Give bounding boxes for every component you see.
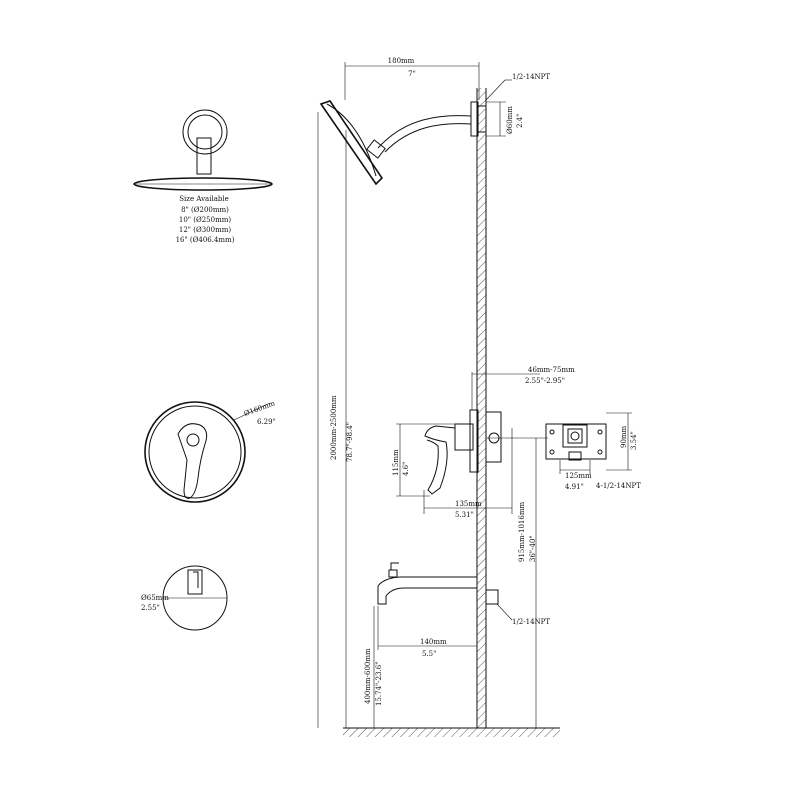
diverter-dia-in: 2.55" [141,604,160,612]
arm-length-mm: 180mm [388,57,415,65]
wall-depth-dimension: 46mm-75mm 2.55"-2.95" [471,366,575,410]
flange-in: 2.4" [516,114,524,128]
total-height-mm: 2000mm-2500mm [330,395,338,460]
spout-height-in: 15.74"-23.6" [375,662,383,706]
spout-reach-in: 5.5" [422,650,436,658]
size-16: 16" (Ø406.4mm) [176,236,235,244]
total-height-in: 78.7"-98.4" [346,422,354,462]
trim-dia-mm: Ø160mm [243,399,276,418]
size-12: 12" (Ø300mm) [179,226,231,234]
valve-height-mm: 115mm [392,449,400,476]
rough-in-height-mm: 90mm [620,425,628,448]
size-10: 10" (Ø250mm) [179,216,231,224]
rough-in-height-dimension: 90mm 3.54" [606,412,638,471]
shower-arm-side-view [366,101,487,159]
showerhead-front-view: Size Available 8" (Ø200mm) 10" (Ø250mm) … [133,109,273,244]
diverter-front-view: Ø65mm 2.55" [141,565,228,631]
valve-side-view [424,409,502,495]
valve-height-in: 4.6" [402,462,410,476]
valve-depth-in: 5.31" [455,511,474,519]
wall [476,88,487,728]
valve-depth-dimension: 135mm 5.31" [423,428,513,519]
spout-thread-label: 1/2-14NPT [512,618,550,626]
size-available-title: Size Available [179,195,229,203]
arm-thread-callout: 1/2-14NPT [485,73,550,101]
rough-in-height-in: 3.54" [630,431,638,450]
spout-reach-mm: 140mm [420,638,447,646]
valve-height-dimension: 115mm 4.6" [392,423,456,497]
arm-thread-label: 1/2-14NPT [512,73,550,81]
spout-height-mm: 400mm-600mm [364,648,372,704]
diverter-dia-mm: Ø65mm [141,594,169,602]
trim-dia-in: 6.29" [257,418,276,426]
size-8: 8" (Ø200mm) [181,206,229,214]
valve-floor-in: 36"-40" [529,535,537,562]
rough-in-valve-view [545,423,607,474]
valve-depth-mm: 135mm [455,500,482,508]
rough-in-width-in: 4.91" [565,483,584,491]
spout-thread-callout: 1/2-14NPT [496,603,550,626]
arm-length-dimension: 180mm 7" [344,57,480,100]
spout-reach-dimension: 140mm 5.5" [377,606,478,658]
arm-length-in: 7" [408,70,416,78]
floor [343,727,560,737]
rough-in-thread: 4-1/2-14NPT [596,482,641,490]
flange-dimension: Ø60mm 2.4" [486,101,524,137]
wall-depth-in: 2.55"-2.95" [525,377,565,385]
spout-height-dimension: 400mm-600mm 15.74"-23.6" [364,606,383,728]
tub-spout-side-view [377,562,499,605]
valve-height-from-floor-dimension: 915mm-1016mm 36"-40" [486,437,548,728]
total-height-dimension: 2000mm-2500mm 78.7"-98.4" [330,130,354,728]
flange-mm: Ø60mm [506,106,514,134]
rough-in-width-mm: 125mm [565,472,592,480]
valve-floor-mm: 915mm-1016mm [518,502,526,562]
showerhead-side-view [317,100,384,728]
valve-trim-front-view: Ø160mm 6.29" [144,399,276,503]
wall-depth-mm: 46mm-75mm [528,366,575,374]
rough-in-width-dimension: 125mm 4.91" 4-1/2-14NPT [565,472,641,491]
